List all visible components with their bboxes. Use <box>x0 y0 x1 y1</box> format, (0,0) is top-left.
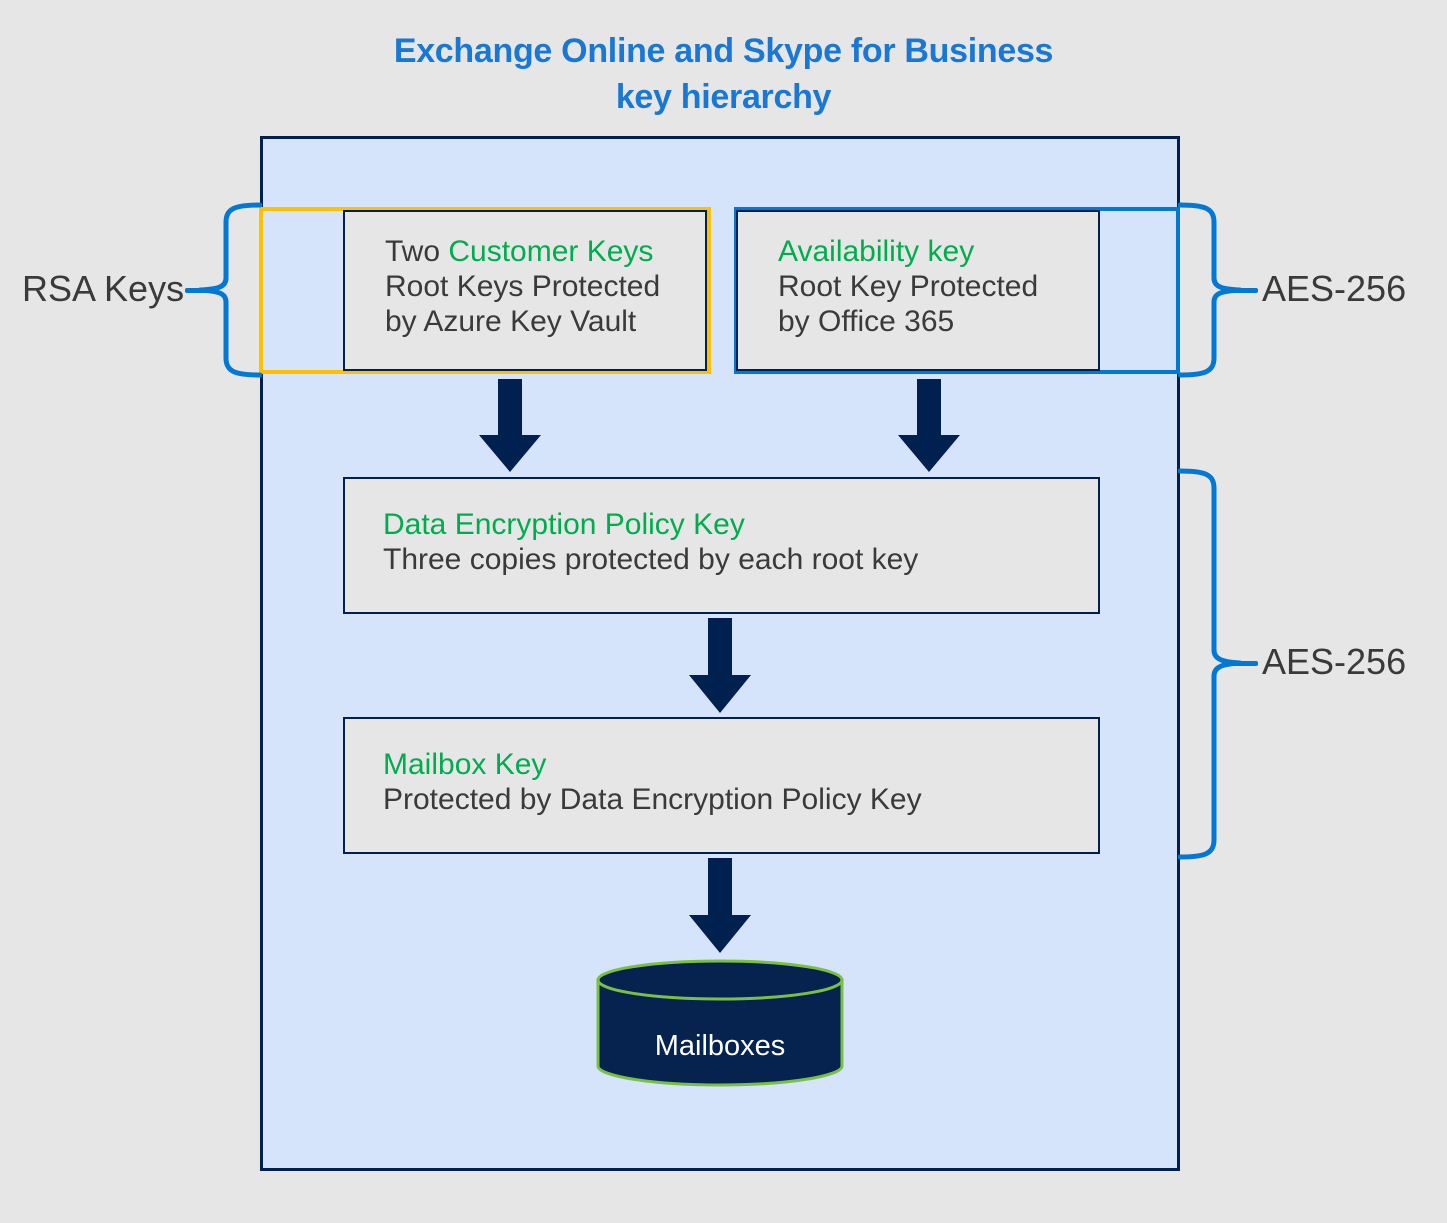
database-cylinder-icon <box>595 958 845 1088</box>
diagram-title-line2: key hierarchy <box>615 78 832 117</box>
box-customer-keys-line3: by Azure Key Vault <box>385 305 637 339</box>
box-availability-key-line3: by Office 365 <box>778 305 955 339</box>
brace-stub-aes-lower <box>1232 661 1258 666</box>
customer-keys-group-outline <box>259 207 711 374</box>
box-data-encryption-policy-key-line2: Three copies protected by each root key <box>383 543 919 577</box>
arrow-depk-to-mailbox-key <box>687 618 753 714</box>
label-aes-256-top: AES-256 <box>1262 268 1407 309</box>
box-data-encryption-policy-key-highlight: Data Encryption Policy Key <box>383 508 745 541</box>
box-mailbox-key-line2: Protected by Data Encryption Policy Key <box>383 783 922 817</box>
brace-stub-aes-top <box>1232 288 1258 293</box>
label-rsa-keys: RSA Keys <box>22 268 185 309</box>
diagram-title-line1: Exchange Online and Skype for Business <box>393 32 1054 70</box>
brace-stub-rsa <box>185 288 209 293</box>
arrow-customer-keys-to-depk <box>477 379 543 473</box>
box-customer-keys-line1: Two Customer Keys <box>385 234 705 269</box>
arrow-mailbox-key-to-mailboxes <box>687 858 753 954</box>
box-customer-keys[interactable]: Two Customer Keys Root Keys Protected by… <box>343 210 707 371</box>
box-availability-key-line2: Root Key Protected <box>778 270 1039 304</box>
diagram-title: Exchange Online and Skype for Business k… <box>0 28 1447 120</box>
label-aes-256-lower: AES-256 <box>1262 641 1407 682</box>
box-availability-key-highlight: Availability key <box>778 235 975 268</box>
arrow-availability-key-to-depk <box>896 379 962 473</box>
box-mailbox-key-highlight: Mailbox Key <box>383 748 547 781</box>
box-mailbox-key[interactable]: Mailbox Key Protected by Data Encryption… <box>343 717 1100 854</box>
box-customer-keys-lead: Two <box>385 235 449 268</box>
box-customer-keys-line2: Root Keys Protected <box>385 270 661 304</box>
box-availability-key[interactable]: Availability key Root Key Protected by O… <box>736 210 1100 371</box>
box-customer-keys-highlight: Customer Keys <box>448 235 654 268</box>
box-data-encryption-policy-key[interactable]: Data Encryption Policy Key Three copies … <box>343 477 1100 614</box>
